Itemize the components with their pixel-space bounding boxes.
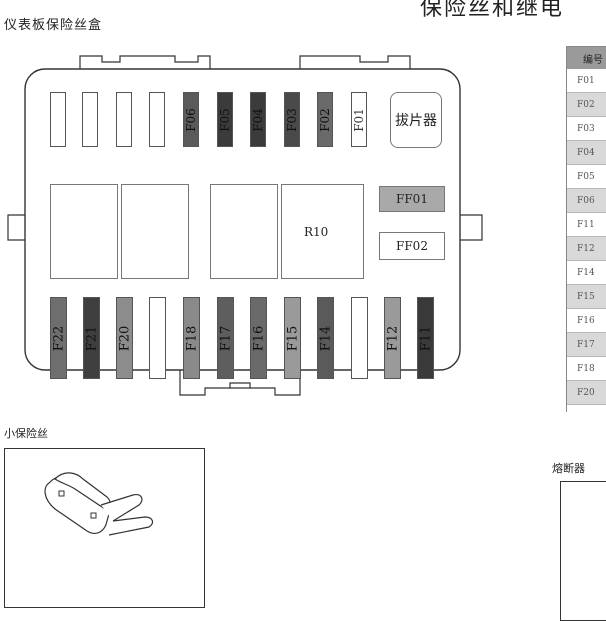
- relay-slot-2: [121, 184, 189, 279]
- bottom-fuse-11: F11: [417, 297, 434, 379]
- fusible-link-label: 熔断器: [552, 462, 585, 475]
- bottom-fuse-label: F14: [318, 325, 333, 351]
- fuse-table-row: F20: [567, 381, 606, 405]
- bottom-fuse-0: F22: [50, 297, 67, 379]
- fuse-table-row: F05: [567, 165, 606, 189]
- bottom-fuse-label: F16: [251, 325, 266, 351]
- fuse-table-row: F03: [567, 117, 606, 141]
- panel-title: 仪表板保险丝盒: [4, 18, 103, 33]
- top-fuse-1: [82, 92, 98, 147]
- top-fuse-6: F04: [250, 92, 266, 147]
- page-title: 保险丝和继电: [420, 0, 565, 21]
- fuse-table-row: F16: [567, 309, 606, 333]
- mini-fuse-frame: [4, 448, 205, 608]
- top-fuse-label: F03: [285, 107, 300, 132]
- fuse-table-row: F17: [567, 333, 606, 357]
- top-fuse-7: F03: [284, 92, 300, 147]
- top-fuse-9: F01: [351, 92, 367, 147]
- fuse-table-row: F04: [567, 141, 606, 165]
- fuse-table-row: F11: [567, 213, 606, 237]
- bottom-fuse-label: F18: [184, 325, 199, 351]
- bottom-fuse-7: F15: [284, 297, 301, 379]
- bottom-fuse-2: F20: [116, 297, 133, 379]
- fuse-table-row: F18: [567, 357, 606, 381]
- top-fuse-label: F01: [352, 107, 367, 132]
- top-fuse-label: F06: [184, 107, 199, 132]
- bottom-fuse-label: F21: [84, 325, 99, 351]
- bottom-fuse-4: F18: [183, 297, 200, 379]
- top-fuse-0: [50, 92, 66, 147]
- bottom-fuse-6: F16: [250, 297, 267, 379]
- top-fuse-5: F05: [217, 92, 233, 147]
- fusible-ff02: FF02: [379, 232, 445, 260]
- top-fuse-2: [116, 92, 132, 147]
- fuse-puller-label: 拔片器: [395, 113, 437, 129]
- fuse-table-row: F15: [567, 285, 606, 309]
- bottom-fuse-label: F17: [218, 325, 233, 351]
- relay-slot-1: [50, 184, 118, 279]
- bottom-fuse-10: F12: [384, 297, 401, 379]
- top-fuse-4: F06: [183, 92, 199, 147]
- fusible-ff01: FF01: [379, 186, 445, 212]
- fuse-table-header: 编号: [567, 47, 606, 69]
- bottom-fuse-1: F21: [83, 297, 100, 379]
- top-fuse-label: F04: [251, 107, 266, 132]
- relay-r10-label: R10: [304, 225, 329, 239]
- top-fuse-8: F02: [317, 92, 333, 147]
- bottom-fuse-label: F22: [51, 325, 66, 351]
- bottom-fuse-3: [149, 297, 166, 379]
- bottom-fuse-label: F11: [418, 325, 433, 351]
- top-fuse-label: F02: [318, 107, 333, 132]
- fusible-link-frame: [560, 481, 606, 621]
- fusible-ff02-label: FF02: [396, 239, 428, 253]
- relay-slot-3: [210, 184, 278, 279]
- fuse-table-row: F01: [567, 69, 606, 93]
- bottom-fuse-8: F14: [317, 297, 334, 379]
- fuse-table-row: F21: [567, 405, 606, 412]
- bottom-fuse-9: [351, 297, 368, 379]
- bottom-fuse-label: F15: [285, 325, 300, 351]
- top-fuse-3: [149, 92, 165, 147]
- fuse-puller: 拔片器: [390, 92, 442, 148]
- bottom-fuse-5: F17: [217, 297, 234, 379]
- relay-r10: R10: [281, 184, 364, 279]
- mini-fuse-label: 小保险丝: [4, 427, 48, 440]
- bottom-fuse-label: F20: [117, 325, 132, 351]
- mini-fuse-icon: [44, 472, 154, 536]
- fuse-table-row: F14: [567, 261, 606, 285]
- fuse-table-row: F06: [567, 189, 606, 213]
- fuse-table-row: F02: [567, 93, 606, 117]
- bottom-fuse-label: F12: [385, 325, 400, 351]
- top-fuse-label: F05: [218, 107, 233, 132]
- fuse-table-row: F12: [567, 237, 606, 261]
- fusible-ff01-label: FF01: [396, 192, 428, 206]
